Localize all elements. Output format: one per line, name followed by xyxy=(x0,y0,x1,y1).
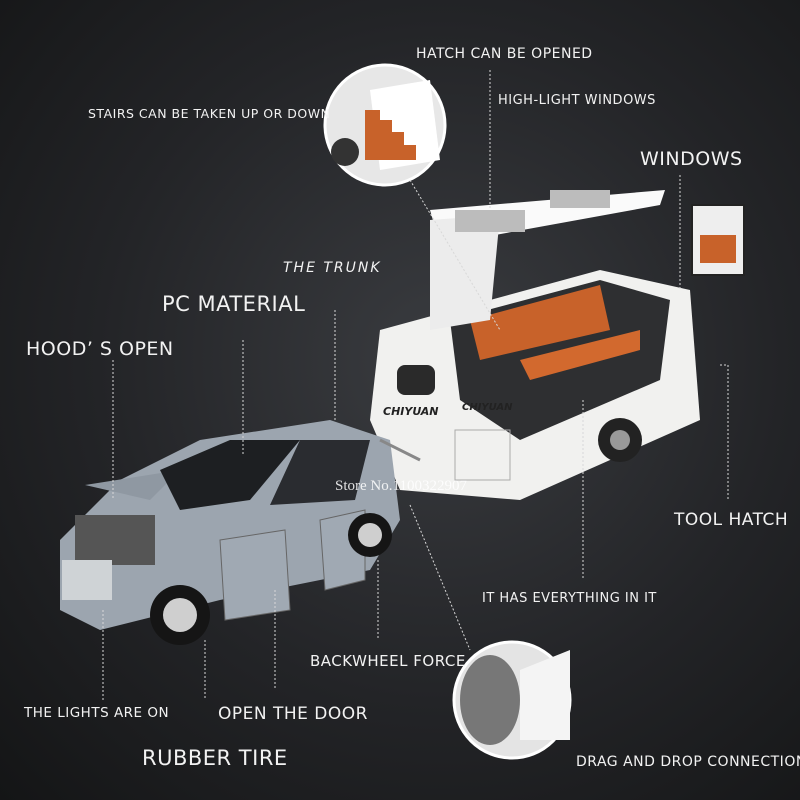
suv-car xyxy=(60,420,421,645)
label-hood-open: HOOD’ S OPEN xyxy=(26,338,174,360)
label-tool-hatch: TOOL HATCH xyxy=(674,510,789,530)
label-backwheel: BACKWHEEL FORCE xyxy=(310,652,466,670)
inset-tow-hitch xyxy=(452,640,572,760)
label-drag-drop: DRAG AND DROP CONNECTIONS xyxy=(576,754,800,770)
label-highlight-windows: HIGH-LIGHT WINDOWS xyxy=(498,93,656,108)
inset-stairs xyxy=(323,63,447,187)
inset-tool-hatch xyxy=(691,204,745,276)
label-trunk: THE TRUNK xyxy=(283,260,382,276)
label-open-door: OPEN THE DOOR xyxy=(218,704,368,724)
brand-logo: CHIYUAN xyxy=(383,405,439,418)
label-stairs: STAIRS CAN BE TAKEN UP OR DOWN xyxy=(88,106,331,121)
label-lights: THE LIGHTS ARE ON xyxy=(24,705,170,721)
label-pc-material: PC MATERIAL xyxy=(162,292,306,316)
caravan-trailer xyxy=(370,190,700,500)
leader-lines xyxy=(102,70,729,700)
label-hatch: HATCH CAN BE OPENED xyxy=(416,46,593,62)
label-windows: WINDOWS xyxy=(640,148,743,170)
label-rubber-tire: RUBBER TIRE xyxy=(142,746,288,770)
brand-logo-side: CHIYUAN xyxy=(462,402,513,413)
watermark: Store No.1100322907 xyxy=(335,478,467,494)
label-everything: IT HAS EVERYTHING IN IT xyxy=(482,591,657,606)
